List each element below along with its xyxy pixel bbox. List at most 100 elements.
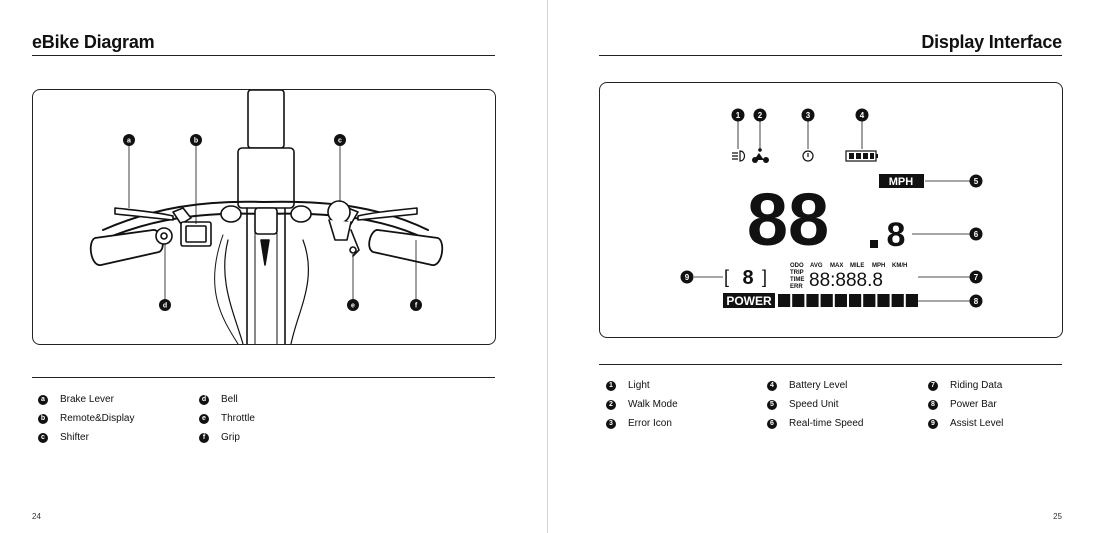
callout-b: b	[190, 134, 202, 146]
callout-c: c	[334, 134, 346, 146]
label-odo: ODO	[790, 263, 804, 269]
legend-label: Throttle	[221, 413, 255, 424]
legend-rule	[32, 377, 495, 378]
label-kmh: KM/H	[892, 263, 907, 269]
legend-marker: 3	[606, 418, 616, 429]
legend-item-assist-level: 9 Assist Level	[928, 418, 1003, 429]
right-page: Display Interface	[548, 0, 1095, 533]
svg-text:3: 3	[806, 111, 811, 120]
legend-marker: d	[199, 394, 209, 405]
decimal-point	[870, 240, 878, 248]
power-segment	[820, 294, 833, 307]
power-segment	[834, 294, 847, 307]
callout-1: 1	[731, 108, 745, 122]
callout-8: 8	[969, 294, 983, 308]
legend-marker: a	[38, 394, 48, 405]
legend-item-remote-display: b Remote&Display	[38, 413, 134, 424]
legend-item-brake-lever: a Brake Lever	[38, 394, 114, 405]
svg-text:1: 1	[736, 111, 741, 120]
legend-marker: f	[199, 432, 209, 443]
legend-label: Battery Level	[789, 380, 848, 391]
legend-marker: 1	[606, 380, 616, 391]
decimal-digit: 8	[887, 216, 906, 254]
legend-item-light: 1 Light	[606, 380, 650, 391]
power-segment	[806, 294, 819, 307]
legend-marker: 8	[928, 399, 938, 410]
power-label: POWER	[723, 293, 775, 308]
light-icon	[732, 150, 746, 162]
legend-label: Grip	[221, 432, 240, 443]
title-rule	[599, 55, 1062, 56]
legend-label: Riding Data	[950, 380, 1003, 391]
legend-item-riding-data: 7 Riding Data	[928, 380, 1002, 391]
svg-text:f: f	[415, 303, 418, 310]
legend-label: Remote&Display	[60, 413, 135, 424]
page-gutter	[547, 0, 548, 533]
callout-f: f	[410, 299, 422, 311]
legend-label: Bell	[221, 394, 238, 405]
left-page: eBike Diagram	[0, 0, 547, 533]
title-rule	[32, 55, 495, 56]
svg-text:d: d	[163, 303, 167, 310]
power-bar	[778, 294, 918, 307]
svg-text:9: 9	[685, 273, 690, 282]
label-avg: AVG	[810, 263, 823, 269]
legend-marker: 2	[606, 399, 616, 410]
legend-label: Error Icon	[628, 418, 672, 429]
legend-item-throttle: e Throttle	[199, 413, 255, 424]
legend-rule	[599, 364, 1062, 365]
legend-label: Speed Unit	[789, 399, 839, 410]
legend-marker: 7	[928, 380, 938, 391]
riding-data-digits: 88:888.8	[809, 270, 883, 291]
power-segment	[778, 294, 791, 307]
assist-digit: 8	[742, 267, 753, 289]
error-icon	[802, 150, 814, 162]
callout-2: 2	[753, 108, 767, 122]
power-segment	[905, 294, 918, 307]
svg-text:7: 7	[974, 273, 979, 282]
left-page-title: eBike Diagram	[32, 32, 155, 52]
legend-label: Shifter	[60, 432, 89, 443]
svg-text:5: 5	[974, 177, 979, 186]
label-mph: MPH	[872, 263, 885, 269]
power-segment	[877, 294, 890, 307]
legend-item-bell: d Bell	[199, 394, 238, 405]
legend-marker: 4	[767, 380, 777, 391]
right-page-title: Display Interface	[921, 32, 1062, 52]
legend-label: Assist Level	[950, 418, 1004, 429]
display-diagram-panel: MPH 88 8 [ 8 ] ODO AVG MAX MILE MPH KM/H…	[599, 82, 1063, 338]
callout-5: 5	[969, 174, 983, 188]
legend-label: Walk Mode	[628, 399, 678, 410]
svg-text:b: b	[194, 138, 198, 145]
svg-text:POWER: POWER	[726, 294, 772, 308]
callout-6: 6	[969, 227, 983, 241]
callout-3: 3	[801, 108, 815, 122]
speed-digits: 88	[747, 178, 829, 261]
callout-7: 7	[969, 270, 983, 284]
label-trip: TRIP	[790, 270, 804, 276]
legend-item-power-bar: 8 Power Bar	[928, 399, 997, 410]
legend-label: Real-time Speed	[789, 418, 864, 429]
svg-text:4: 4	[860, 111, 865, 120]
svg-text:2: 2	[758, 111, 763, 120]
legend-marker: e	[199, 413, 209, 424]
legend-marker: 5	[767, 399, 777, 410]
power-segment	[792, 294, 805, 307]
legend-item-error-icon: 3 Error Icon	[606, 418, 672, 429]
walk-mode-icon	[752, 148, 769, 163]
svg-text:6: 6	[974, 230, 979, 239]
legend-item-grip: f Grip	[199, 432, 240, 443]
power-segment	[863, 294, 876, 307]
legend-marker: b	[38, 413, 48, 424]
assist-bracket-right: ]	[762, 267, 767, 287]
legend-item-battery-level: 4 Battery Level	[767, 380, 847, 391]
lcd-illustration: MPH 88 8 [ 8 ] ODO AVG MAX MILE MPH KM/H…	[680, 108, 983, 308]
legend-item-walk-mode: 2 Walk Mode	[606, 399, 678, 410]
callout-4: 4	[855, 108, 869, 122]
svg-text:c: c	[338, 138, 342, 145]
page-number-right: 25	[1053, 512, 1062, 521]
legend-label: Light	[628, 380, 650, 391]
svg-text:MPH: MPH	[889, 176, 914, 188]
svg-text:e: e	[351, 303, 355, 310]
label-max: MAX	[830, 263, 843, 269]
